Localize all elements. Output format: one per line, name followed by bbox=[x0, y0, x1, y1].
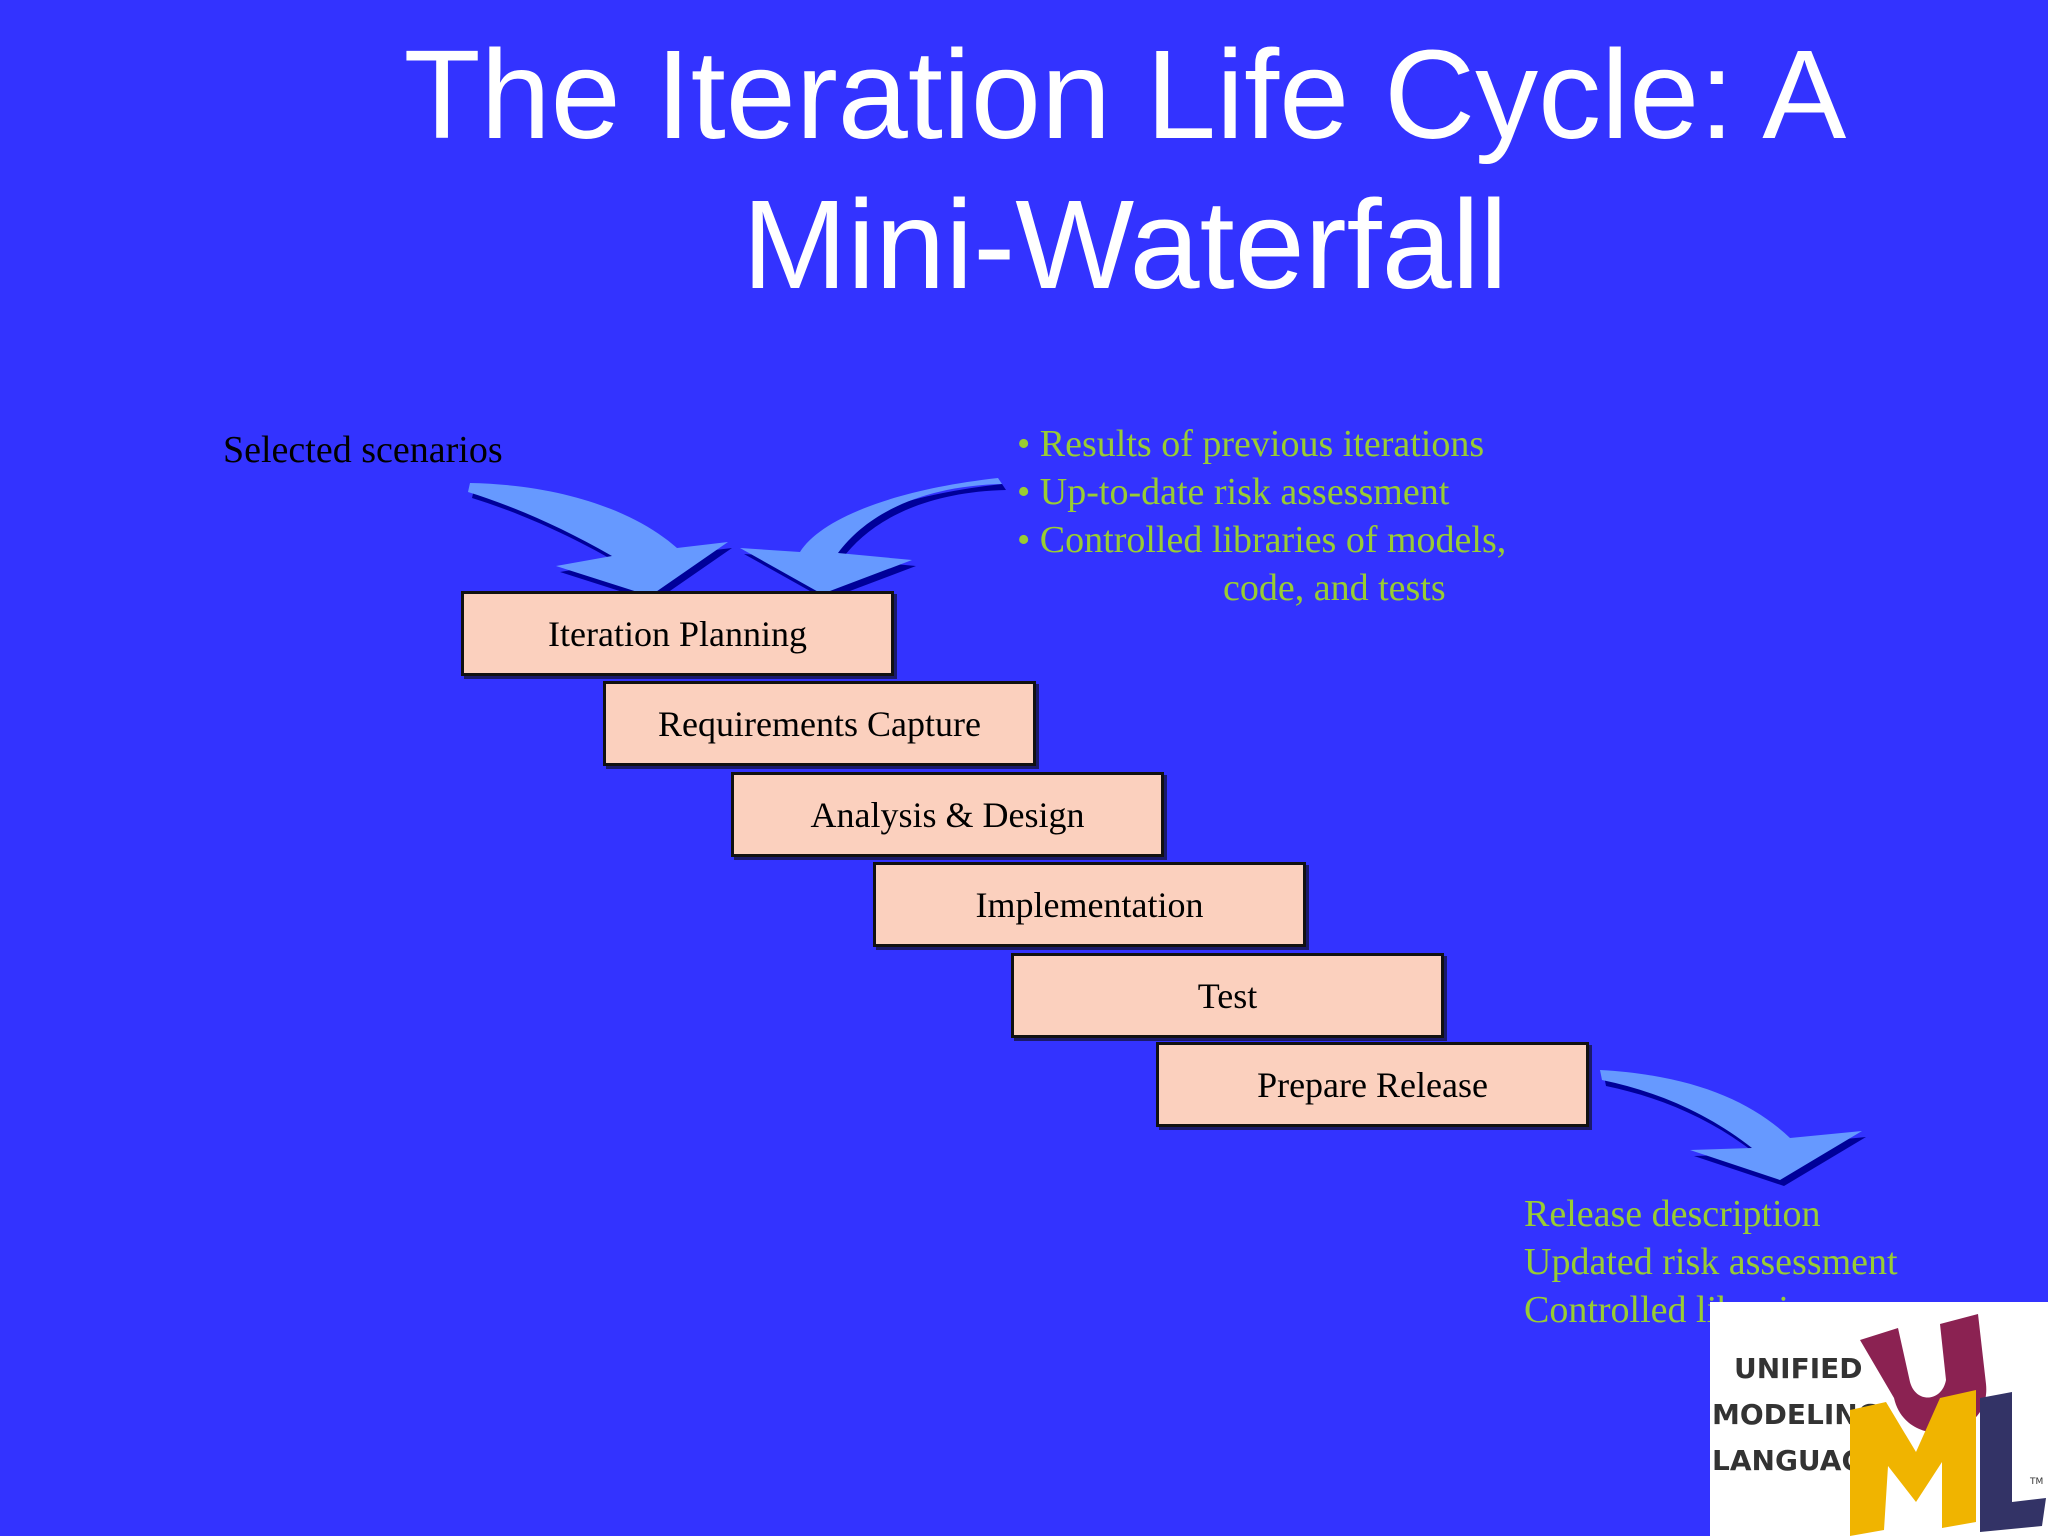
selected-scenarios-label: Selected scenarios bbox=[223, 429, 503, 471]
logo-word-unified: UNIFIED bbox=[1734, 1352, 1863, 1385]
output-note-1: Release description bbox=[1524, 1193, 1821, 1235]
slide-title: The Iteration Life Cycle: A Mini-Waterfa… bbox=[403, 24, 1847, 315]
step-analysis-design: Analysis & Design bbox=[731, 772, 1164, 857]
step-implementation: Implementation bbox=[873, 862, 1306, 947]
input-note-1: • Results of previous iterations bbox=[1017, 423, 1485, 465]
step-iteration-planning: Iteration Planning bbox=[461, 591, 894, 676]
input-note-4: code, and tests bbox=[1223, 567, 1446, 609]
output-note-2: Updated risk assessment bbox=[1524, 1241, 1898, 1283]
step-prepare-release: Prepare Release bbox=[1156, 1042, 1589, 1127]
input-arrow-right bbox=[744, 484, 1006, 600]
step-test: Test bbox=[1011, 953, 1444, 1038]
step-requirements-capture: Requirements Capture bbox=[603, 681, 1036, 766]
input-note-2: • Up-to-date risk assessment bbox=[1017, 471, 1450, 513]
uml-logo: UNIFIED MODELING LANGUAGE TM bbox=[1710, 1302, 2048, 1536]
logo-tm: TM bbox=[2029, 1477, 2043, 1487]
input-note-3: • Controlled libraries of models, bbox=[1017, 519, 1507, 561]
